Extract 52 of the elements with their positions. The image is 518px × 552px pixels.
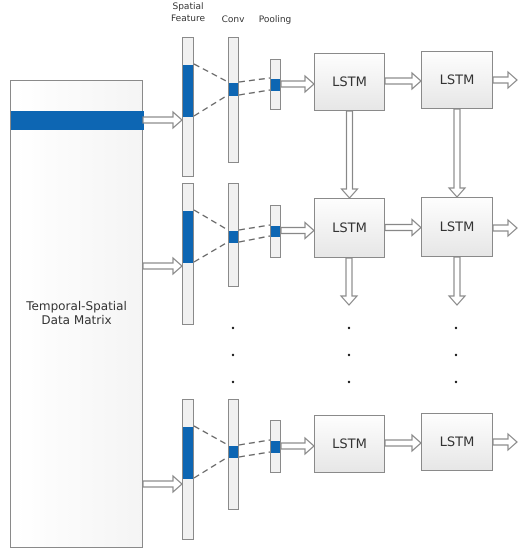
arrow — [492, 218, 518, 238]
arrow — [448, 256, 466, 306]
feature-vector-bar — [182, 399, 194, 540]
dashed-projection-line — [238, 224, 270, 231]
arrow — [280, 221, 315, 240]
arrow — [142, 474, 183, 494]
arrow — [492, 432, 518, 452]
arrow — [384, 218, 422, 237]
arrow — [142, 256, 183, 276]
feature-vector-bar — [270, 205, 281, 258]
node-label: LSTM — [332, 74, 367, 90]
arrow — [492, 70, 518, 90]
node-label: LSTM — [440, 220, 474, 234]
node-label: LSTM — [440, 434, 474, 450]
node-label: Temporal-Spatial Data Matrix — [25, 299, 128, 327]
dashed-projection-line — [238, 77, 270, 83]
arrow — [280, 436, 315, 456]
node-label: LSTM — [332, 220, 367, 236]
lstm-box — [314, 198, 385, 258]
dashed-projection-line — [194, 425, 228, 446]
arrow — [448, 108, 466, 198]
feature-vector-bar — [182, 37, 194, 177]
node-label: LSTM — [332, 436, 367, 452]
lstm-box — [421, 197, 493, 257]
dashed-projection-line — [238, 439, 270, 446]
feature-vector-bar — [182, 183, 194, 325]
data-matrix-box — [10, 80, 143, 548]
dashed-projection-line — [238, 235, 270, 243]
node-label: LSTM — [440, 72, 474, 88]
lstm-box — [314, 415, 385, 473]
arrow — [384, 72, 422, 90]
feature-vector-bar — [228, 399, 239, 510]
arrow — [384, 434, 422, 452]
dashed-projection-line — [238, 451, 270, 458]
arrow — [142, 110, 183, 130]
column-heading: Spatial Feature — [170, 2, 206, 26]
column-heading: Pooling — [258, 15, 292, 27]
lstm-box — [314, 53, 385, 111]
feature-vector-bar — [270, 420, 281, 473]
dashed-projection-line — [238, 89, 270, 96]
lstm-box — [421, 51, 493, 109]
feature-vector-bar — [270, 59, 281, 110]
dashed-projection-line — [194, 209, 228, 231]
feature-vector-bar — [228, 183, 239, 287]
arrow — [340, 257, 358, 306]
arrow — [280, 74, 315, 94]
arrow — [340, 110, 359, 199]
dashed-projection-line — [194, 241, 228, 263]
highlighted-row-bar — [11, 111, 144, 130]
dashed-projection-line — [194, 63, 228, 83]
feature-vector-bar — [228, 37, 239, 163]
lstm-box — [421, 413, 493, 471]
